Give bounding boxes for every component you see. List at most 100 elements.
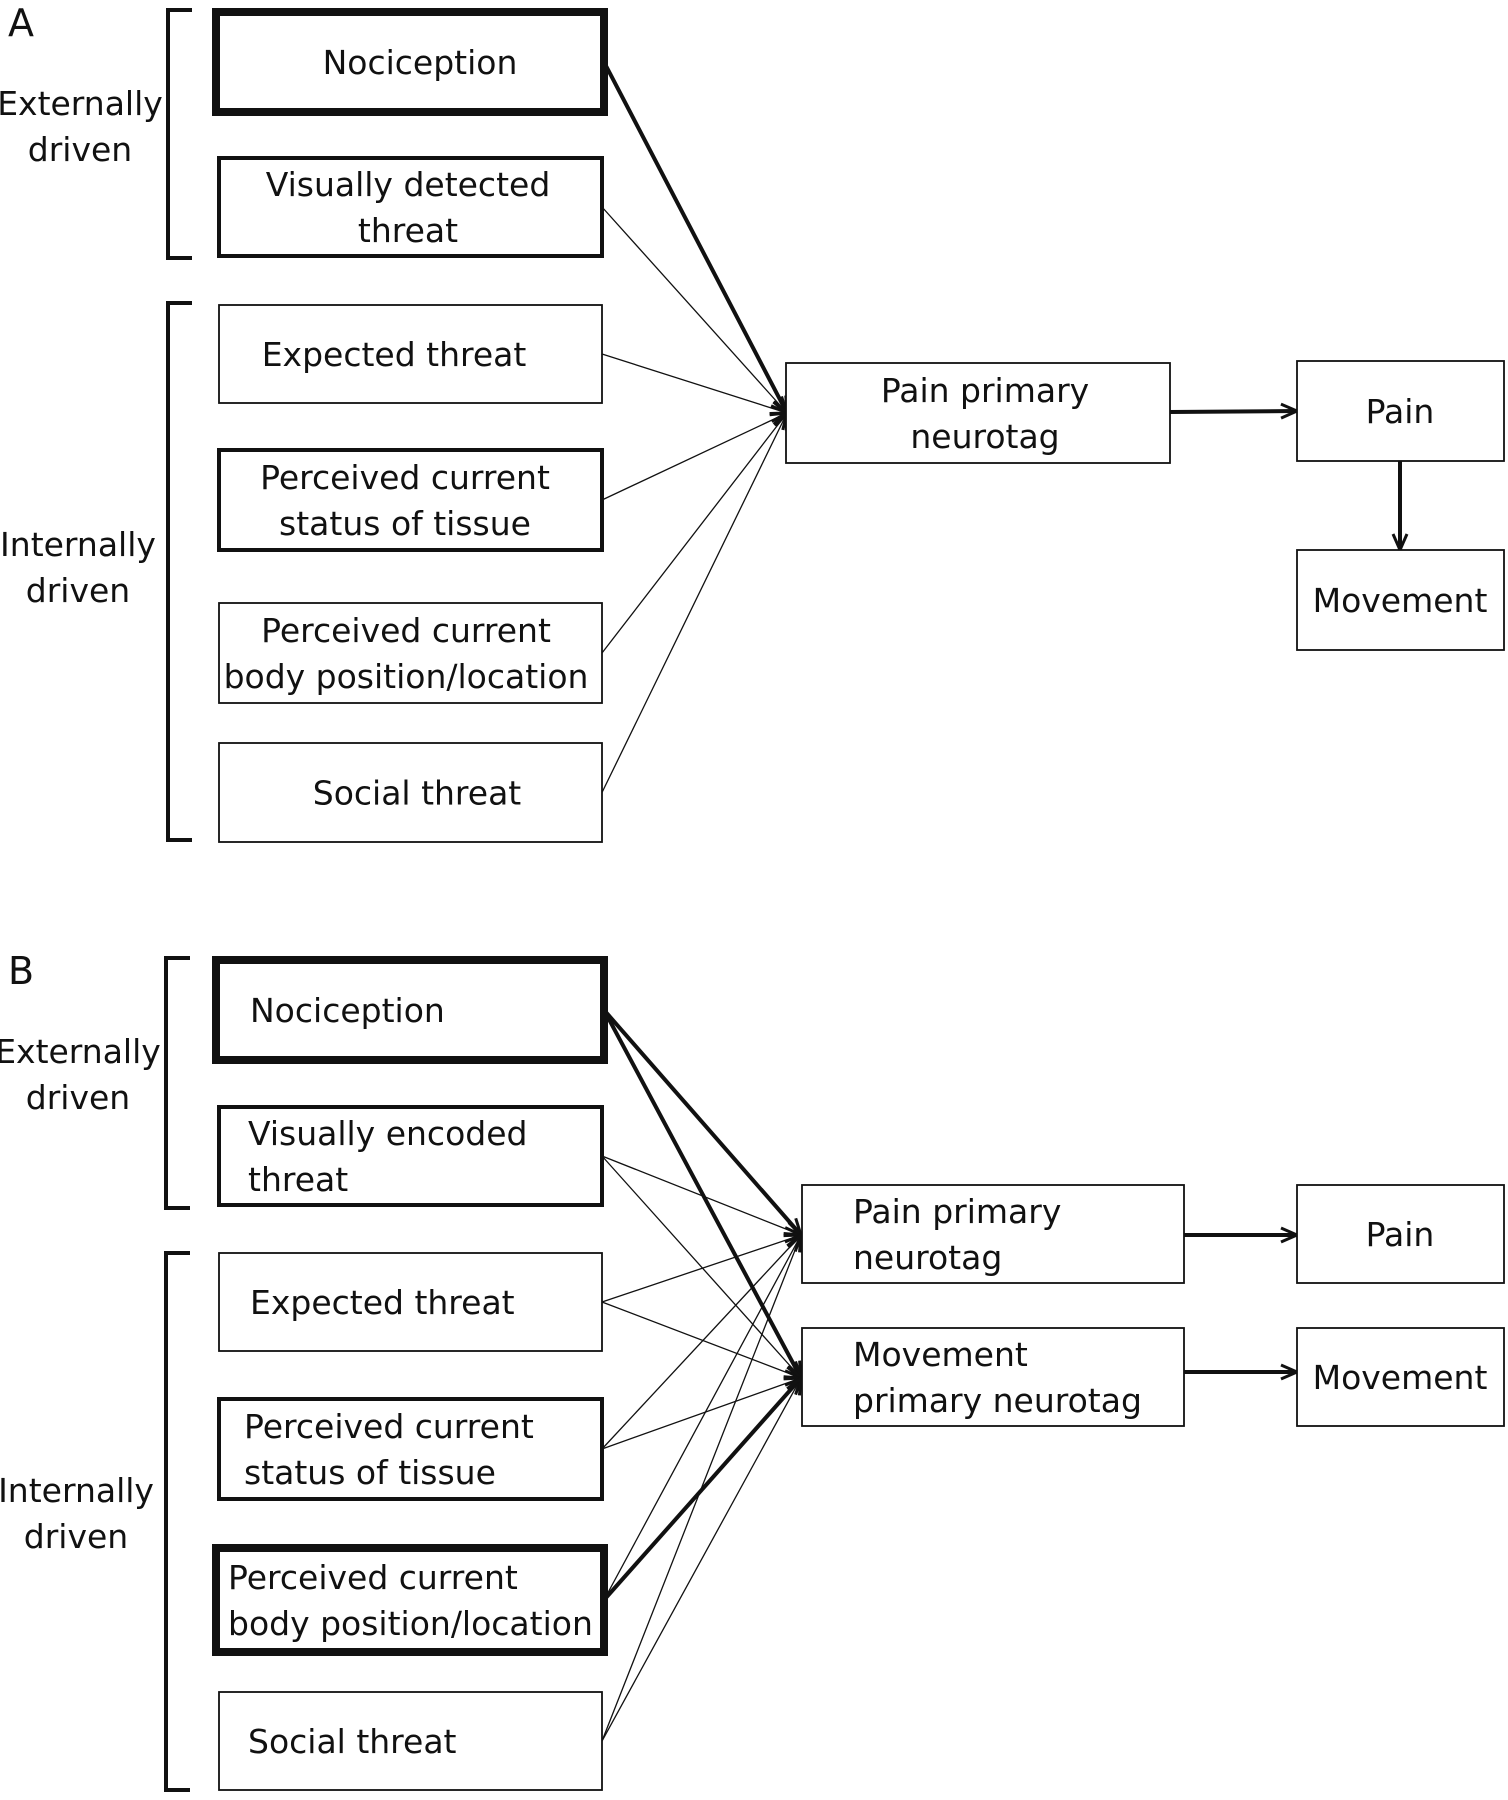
input-tissue-status-box (217, 448, 604, 552)
input-tissue-status: Perceived current status of tissue (217, 1397, 604, 1501)
output-movement-label-line-1: Movement (1313, 581, 1488, 620)
input-social-threat: Social threat (218, 742, 603, 843)
input-tissue-status-label-line-1: Perceived current (244, 1407, 534, 1446)
arrow-expected-threat-to-movement-neurotag (601, 1301, 801, 1378)
internally-driven-group: Internally driven (0, 1251, 190, 1792)
arrow-visual-threat-to-movement-neurotag (601, 1155, 801, 1378)
arrow-expected-threat-to-pain-neurotag (601, 353, 787, 413)
output-movement-box (1296, 549, 1505, 651)
input-social-threat-box (218, 1691, 603, 1791)
arrow-social-threat-to-pain-neurotag (601, 1235, 801, 1742)
input-nociception: Nociception (212, 956, 608, 1064)
internally-driven-group-label-line-2: driven (26, 571, 130, 610)
externally-driven-group-label-line-2: driven (26, 1078, 130, 1117)
externally-driven-group: Externally driven (0, 956, 190, 1210)
input-expected-threat: Expected threat (218, 304, 603, 404)
panel-b: BExternallydrivenInternallydrivenNocicep… (0, 949, 1505, 1792)
input-visual-threat-label-line-2: threat (358, 211, 458, 250)
input-social-threat-label-line-1: Social threat (248, 1722, 457, 1761)
input-nociception-box (212, 8, 608, 116)
input-body-position-box (218, 602, 603, 704)
output-movement: Movement (1296, 549, 1505, 651)
output-pain-box (1296, 360, 1505, 462)
edges (601, 1008, 1297, 1742)
output-movement-label-line-1: Movement (1313, 1358, 1488, 1397)
input-social-threat-label-line-1: Social threat (313, 774, 522, 813)
neurotag-movement-neurotag: Movement primary neurotag (801, 1327, 1185, 1427)
internally-driven-group-label-line-1: Internally (0, 525, 156, 564)
neurotag-pain-neurotag-box (785, 362, 1171, 464)
arrow-nociception-to-pain-neurotag (602, 1008, 801, 1235)
internally-driven-group-label-line-2: driven (24, 1517, 128, 1556)
input-tissue-status-label-line-2: status of tissue (244, 1453, 496, 1492)
input-social-threat: Social threat (218, 1691, 603, 1791)
arrow-tissue-status-to-movement-neurotag (601, 1378, 801, 1450)
internally-driven-group-bracket (166, 301, 192, 842)
output-pain-label-line-1: Pain (1366, 1215, 1435, 1254)
input-nociception: Nociception (212, 8, 608, 116)
neurotag-movement-neurotag-label-line-2: primary neurotag (853, 1381, 1142, 1420)
input-tissue-status-label-line-1: Perceived current (260, 458, 550, 497)
input-visual-threat: Visually encoded threat (217, 1105, 604, 1207)
internally-driven-group: Internally driven (0, 301, 192, 842)
neurotag-movement-neurotag-box (801, 1327, 1185, 1427)
edges (601, 61, 1400, 793)
input-expected-threat-box (218, 304, 603, 404)
input-body-position: Perceived current body position/location (212, 1544, 608, 1656)
input-social-threat-box (218, 742, 603, 843)
input-visual-threat-label-line-2: threat (248, 1160, 348, 1199)
internally-driven-group-bracket (164, 1251, 190, 1792)
output-pain: Pain (1296, 1184, 1505, 1284)
input-body-position-label-line-1: Perceived current (261, 611, 551, 650)
arrow-social-threat-to-movement-neurotag (601, 1378, 801, 1742)
input-body-position-box (212, 1544, 608, 1656)
neurotag-pain-neurotag: Pain primary neurotag (785, 362, 1171, 464)
neurotag-pain-neurotag-box (801, 1184, 1185, 1284)
neurotag-pain-neurotag-label-line-2: neurotag (910, 417, 1059, 456)
panel-letter: B (8, 949, 34, 993)
arrow-tissue-status-to-pain-neurotag (601, 413, 787, 501)
externally-driven-group-label-line-1: Externally (0, 84, 163, 123)
panel-a: AExternallydrivenInternallydrivenNocicep… (0, 1, 1505, 843)
input-nociception-label-line-1: Nociception (323, 43, 518, 82)
neurotag-movement-neurotag-label-line-1: Movement (853, 1335, 1028, 1374)
input-body-position-label-line-2: body position/location (228, 1604, 593, 1643)
output-movement-box (1296, 1327, 1505, 1427)
arrow-body-position-to-pain-neurotag (601, 413, 787, 654)
externally-driven-group-bracket (164, 956, 190, 1210)
input-visual-threat-box (217, 1105, 604, 1207)
input-expected-threat-label-line-1: Expected threat (262, 335, 527, 374)
arrow-body-position-to-movement-neurotag (602, 1378, 801, 1602)
input-visual-threat-label-line-1: Visually detected (266, 165, 551, 204)
neurotag-pain-neurotag-label-line-1: Pain primary (881, 371, 1089, 410)
input-visual-threat-label-line-1: Visually encoded (248, 1114, 527, 1153)
neurotag-pain-neurotag-label-line-2: neurotag (853, 1238, 1002, 1277)
arrow-tissue-status-to-pain-neurotag (601, 1235, 801, 1450)
internally-driven-group-label-line-1: Internally (0, 1471, 154, 1510)
arrow-pain-neurotag-to-pain (1169, 411, 1297, 412)
arrow-expected-threat-to-pain-neurotag (601, 1235, 801, 1303)
neurotag-pain-neurotag: Pain primary neurotag (801, 1184, 1185, 1284)
input-body-position-label-line-1: Perceived current (228, 1558, 518, 1597)
input-tissue-status-box (217, 1397, 604, 1501)
arrow-visual-threat-to-pain-neurotag (601, 206, 787, 413)
input-expected-threat-box (218, 1252, 603, 1352)
input-visual-threat-box (217, 156, 604, 258)
arrow-body-position-to-pain-neurotag (603, 1235, 801, 1601)
input-expected-threat: Expected threat (218, 1252, 603, 1352)
input-expected-threat-label-line-1: Expected threat (250, 1283, 515, 1322)
externally-driven-group-label-line-1: Externally (0, 1032, 161, 1071)
input-nociception-label-line-1: Nociception (250, 991, 445, 1030)
neurotag-pain-neurotag-label-line-1: Pain primary (853, 1192, 1061, 1231)
output-pain: Pain (1296, 360, 1505, 462)
input-tissue-status-label-line-2: status of tissue (279, 504, 531, 543)
output-movement: Movement (1296, 1327, 1505, 1427)
input-nociception-box (212, 956, 608, 1064)
input-body-position-label-line-2: body position/location (224, 657, 589, 696)
output-pain-label-line-1: Pain (1366, 392, 1435, 431)
input-visual-threat: Visually detected threat (217, 156, 604, 258)
externally-driven-group-bracket (166, 8, 192, 260)
arrow-nociception-to-pain-neurotag (602, 61, 789, 413)
